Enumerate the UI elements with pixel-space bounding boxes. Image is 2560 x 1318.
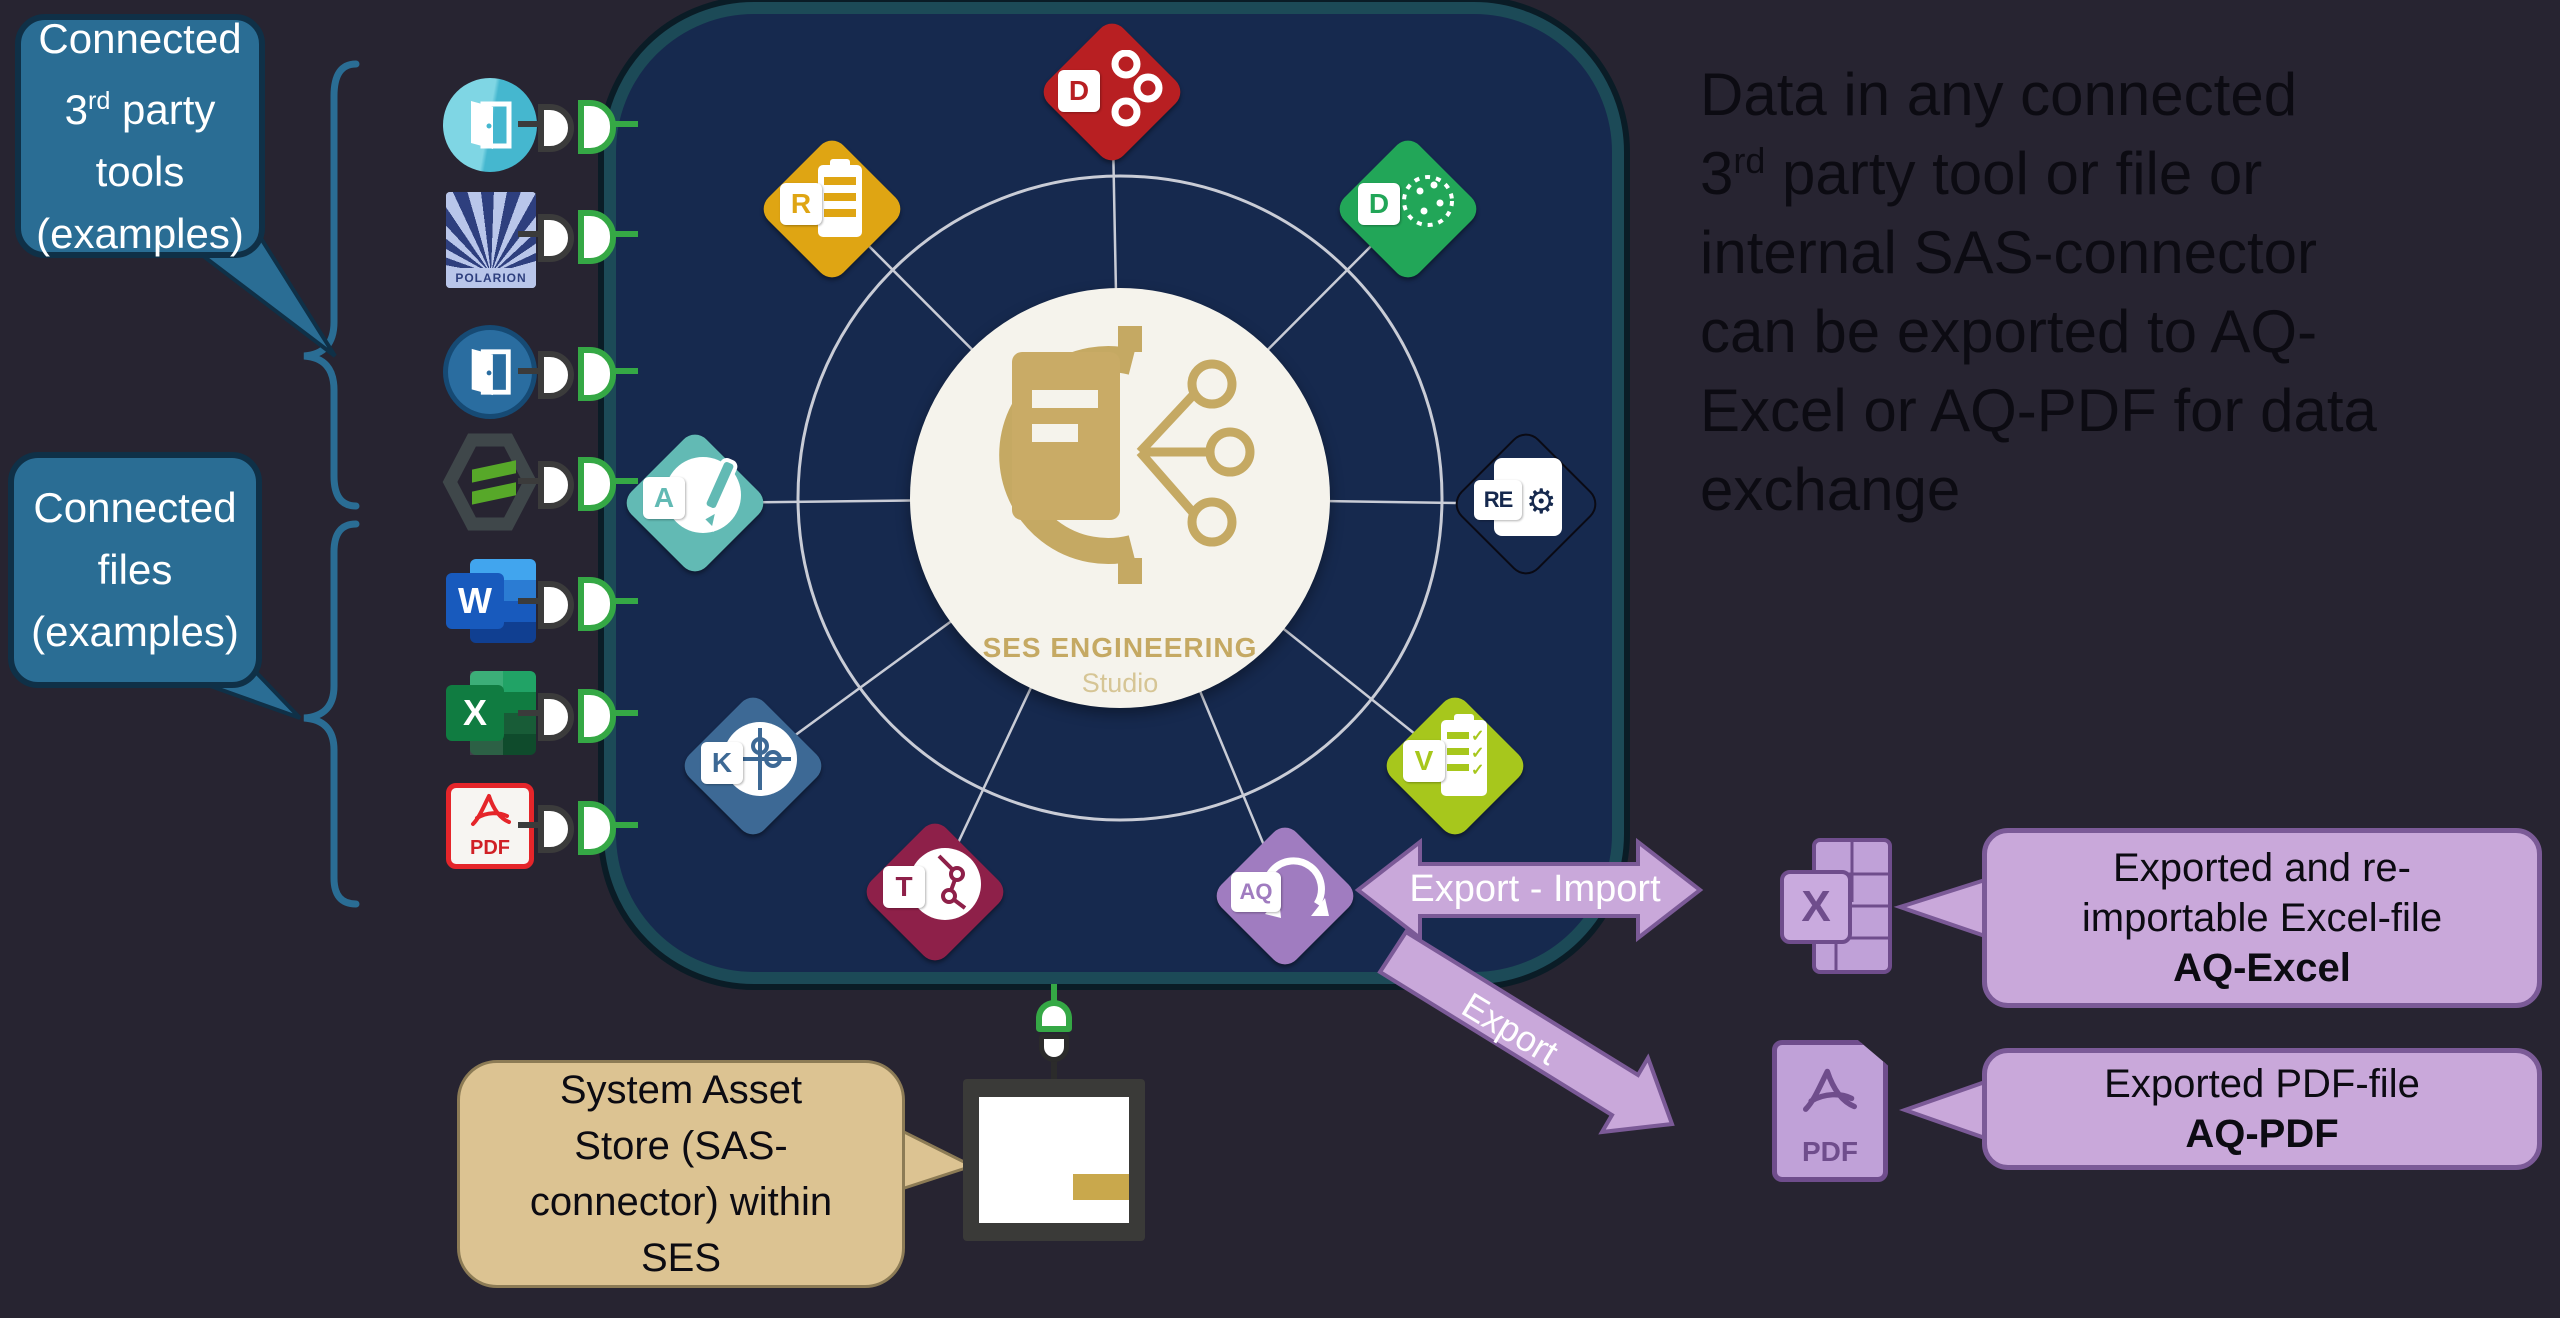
pdf-bubble-tail — [1898, 1079, 1987, 1141]
diamond-letter: A — [643, 477, 685, 519]
connector-diamond-k: K — [678, 691, 828, 841]
diamond-letter: K — [701, 742, 743, 784]
connector-diamond-teal: A — [620, 428, 770, 578]
brace-tools — [303, 60, 360, 510]
tools-callout-line: (examples) — [36, 209, 244, 257]
plug-connector — [518, 96, 638, 154]
tools-callout-line: tools — [95, 147, 185, 195]
open-door-icon — [471, 348, 511, 396]
diamond-letter: T — [883, 866, 925, 908]
excel-letter: X — [446, 685, 504, 741]
connector-diamond-t: T — [860, 817, 1010, 967]
sas-callout-line: Store (SAS- — [574, 1124, 788, 1168]
sas-monitor-content — [1073, 1174, 1129, 1200]
connector-diamond-re: RE ⚙ — [1451, 429, 1601, 579]
tool-icon-polarion: POLARION — [446, 192, 536, 288]
network-globe-icon — [909, 848, 981, 920]
main-text-line: Excel or AQ-PDF for data — [1700, 377, 2377, 444]
files-callout-line: (examples) — [31, 608, 239, 655]
plug-connector — [518, 685, 638, 743]
tools-callout-line: 3rd party — [64, 85, 216, 133]
sas-callout-line: connector) within — [529, 1180, 833, 1224]
loops-icon — [1111, 50, 1163, 127]
checklist-icon: ✓✓✓ — [1441, 714, 1487, 796]
sas-callout-line: SES — [640, 1236, 722, 1280]
plug-connector — [518, 206, 638, 264]
sas-monitor-screen — [979, 1097, 1129, 1223]
main-text-line: exchange — [1700, 456, 1961, 523]
aq-excel-file-icon: X — [1780, 838, 1895, 978]
aq-excel-bubble-line: Exported and re- — [2113, 846, 2411, 890]
diamond-letter: V — [1403, 740, 1445, 782]
pdf-label: PDF — [470, 837, 510, 859]
plug-connector-vertical-bottom — [1039, 1034, 1069, 1062]
aq-pdf-label: PDF — [1802, 1136, 1858, 1167]
connector-diamond-green: D — [1333, 134, 1483, 284]
diamond-letter: D — [1358, 183, 1400, 225]
aq-excel-bubble-line: importable Excel-file — [2081, 896, 2443, 940]
diamond-letter: R — [780, 183, 822, 225]
sas-callout-line: System Asset — [559, 1068, 803, 1112]
diamond-letter: AQ — [1231, 872, 1281, 912]
plug-connector — [518, 573, 638, 631]
aq-pdf-bubble-name: AQ-PDF — [2185, 1112, 2339, 1156]
connector-diamond-gold: R — [757, 134, 907, 284]
brace-files — [303, 520, 360, 908]
connector-diamond-aq: AQ — [1210, 821, 1360, 971]
connector-diamond-red: D — [1037, 17, 1187, 167]
polarion-label: POLARION — [446, 268, 536, 288]
diamond-letter: RE — [1474, 480, 1522, 520]
hub-title: SES ENGINEERING — [982, 632, 1258, 663]
aq-pdf-bubble: Exported PDF-file AQ-PDF — [1982, 1048, 2542, 1170]
main-text-line: can be exported to AQ- — [1700, 298, 2318, 365]
aq-excel-bubble: Exported and re- importable Excel-file A… — [1982, 828, 2542, 1008]
diamond-letter: D — [1058, 70, 1100, 112]
gear-icon: ⚙ — [1526, 483, 1557, 521]
sas-monitor — [963, 1079, 1145, 1241]
export-label: Export — [1455, 984, 1566, 1073]
files-callout-bubble: Connected files (examples) — [8, 452, 262, 688]
aq-excel-letter: X — [1780, 870, 1852, 944]
aq-pdf-file-icon: PDF — [1772, 1040, 1892, 1185]
main-text-line: 3rd party tool or file or — [1700, 140, 2263, 207]
plug-connector — [518, 797, 638, 855]
sas-callout-bubble: System Asset Store (SAS- connector) with… — [457, 1060, 905, 1288]
files-callout-line: files — [97, 546, 173, 593]
plug-connector-vertical-top — [1036, 1000, 1072, 1032]
export-import-label: Export - Import — [1409, 868, 1661, 910]
word-letter: W — [446, 573, 504, 629]
main-text-line: Data in any connected — [1700, 61, 2298, 128]
main-text-line: internal SAS-connector — [1700, 219, 2317, 286]
brain-icon — [1402, 175, 1454, 227]
aq-excel-bubble-name: AQ-Excel — [2173, 946, 2351, 990]
files-callout-line: Connected — [33, 484, 237, 531]
excel-bubble-tail — [1893, 877, 1987, 939]
open-door-icon — [471, 101, 512, 149]
connector-diamond-v: ✓✓✓ V — [1380, 691, 1530, 841]
tools-callout-bubble: Connected 3rd party tools (examples) — [15, 14, 265, 258]
acrobat-icon — [471, 794, 511, 826]
plug-connector — [518, 343, 638, 401]
tools-callout-line: Connected — [38, 14, 242, 62]
hub-subtitle: Studio — [1081, 668, 1159, 698]
tool-icon-eclipse — [442, 432, 538, 532]
aq-pdf-bubble-line: Exported PDF-file — [2104, 1062, 2420, 1106]
clipboard-icon — [818, 159, 862, 237]
pen-icon — [700, 458, 738, 532]
acrobat-icon — [1803, 1068, 1857, 1112]
plug-connector — [518, 453, 638, 511]
